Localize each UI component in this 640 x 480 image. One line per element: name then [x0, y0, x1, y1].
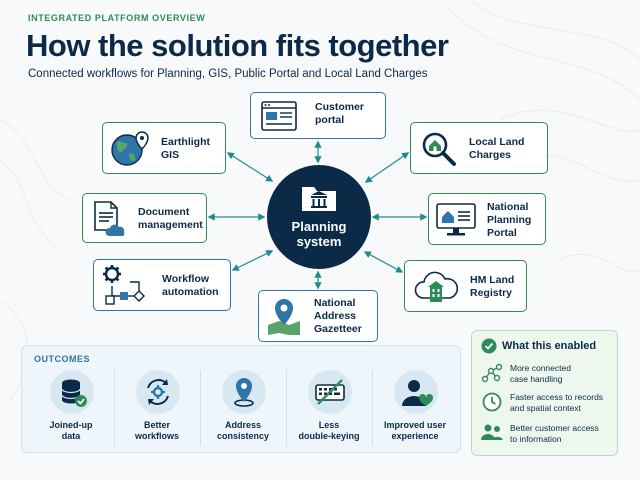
enabled-item-label: and spatial context — [510, 403, 581, 413]
node-label: Charges — [469, 149, 512, 161]
outcome-divider — [372, 370, 373, 446]
node-label: Address — [314, 310, 357, 322]
outcome-label: data — [61, 431, 81, 441]
eyebrow-label: INTEGRATED PLATFORM OVERVIEW — [28, 13, 206, 23]
outcome-label: Better — [143, 420, 170, 430]
outcome-label: Improved user — [383, 420, 447, 430]
outcome-label: Address — [224, 420, 261, 430]
node-label: Planning — [487, 214, 532, 226]
enabled-item-label: to information — [510, 434, 562, 444]
node-label: Local Land — [469, 136, 525, 148]
outcome-label: Joined-up — [49, 420, 93, 430]
outcomes-heading: OUTCOMES — [34, 354, 91, 364]
node-label: management — [138, 219, 203, 231]
hub-label: system — [296, 234, 342, 249]
node-label: Gazetteer — [314, 323, 362, 335]
enabled-item-label: Better customer access — [510, 423, 599, 433]
hub-label: Planning — [291, 219, 347, 234]
node-label: Workflow — [162, 273, 210, 285]
enabled-item-label: Faster access to records — [510, 392, 604, 402]
node-label: Document — [138, 206, 190, 218]
outcome-label: double-keying — [298, 431, 360, 441]
outcome-label: Less — [318, 420, 340, 430]
outcome-label: workflows — [134, 431, 179, 441]
magnifier-house-icon — [422, 132, 456, 166]
enabled-item-label: More connected — [510, 363, 571, 373]
enabled-item-label: case handling — [510, 374, 563, 384]
outcome-divider — [114, 370, 115, 446]
enabled-heading: What this enabled — [502, 340, 597, 352]
map-pin-icon — [268, 299, 300, 335]
outcome-divider — [286, 370, 287, 446]
user-heart-icon — [402, 380, 434, 406]
cycle-gear-icon — [147, 379, 169, 405]
globe-pin-icon — [111, 131, 149, 166]
monitor-house-icon — [436, 203, 476, 236]
outcome-label: consistency — [216, 431, 270, 441]
workflow-gear-icon — [103, 265, 145, 305]
clock-icon — [482, 392, 502, 412]
check-circle-icon — [481, 338, 497, 354]
people-icon — [481, 424, 503, 440]
node-label: National — [314, 297, 356, 309]
network-icon — [481, 363, 503, 383]
node-label: Customer — [315, 101, 365, 113]
node-label: Registry — [470, 287, 513, 299]
node-label: automation — [162, 286, 219, 298]
cloud-building-icon — [414, 271, 459, 302]
folder-building-icon — [302, 187, 336, 211]
node-label: Portal — [487, 227, 517, 239]
node-label: Earthlight — [161, 136, 210, 148]
map-pin-icon — [234, 378, 254, 407]
outcome-label: experience — [391, 431, 439, 441]
page-title: How the solution fits together — [26, 28, 449, 63]
document-cloud-icon — [94, 201, 125, 236]
database-check-icon — [61, 379, 87, 407]
node-label: National — [487, 201, 529, 213]
node-label: portal — [315, 114, 345, 126]
outcome-divider — [200, 370, 201, 446]
keyboard-crossed-icon — [315, 379, 345, 405]
page-subtitle: Connected workflows for Planning, GIS, P… — [28, 68, 428, 80]
web-page-icon — [261, 101, 297, 131]
node-label: GIS — [161, 149, 180, 161]
node-label: HM Land — [470, 274, 515, 286]
